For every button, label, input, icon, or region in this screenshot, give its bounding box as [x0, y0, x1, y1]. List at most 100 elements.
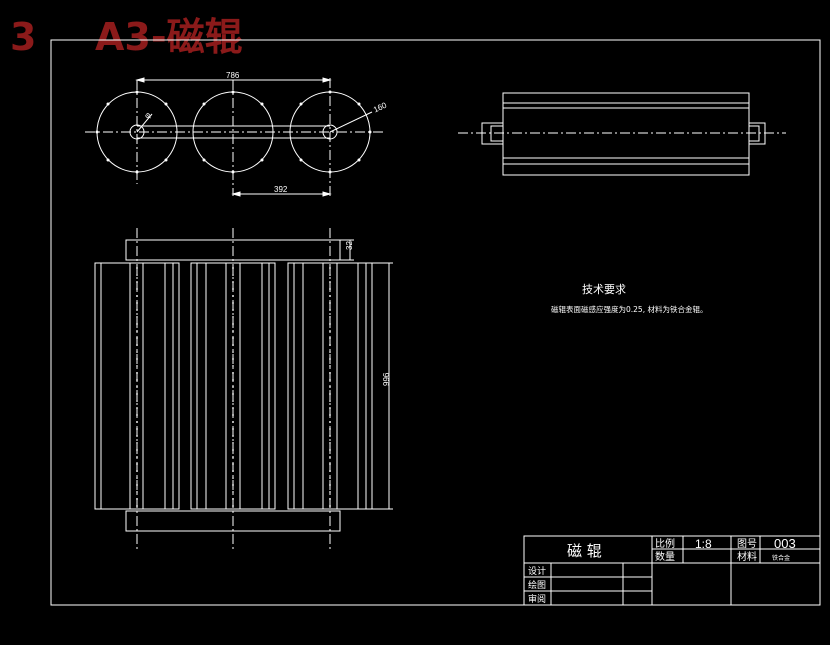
front-dot	[136, 414, 138, 416]
front-dot	[136, 463, 138, 465]
front-dot	[329, 463, 331, 465]
front-dot	[329, 267, 331, 269]
front-dot	[329, 505, 331, 507]
front-dot	[329, 428, 331, 430]
front-dot	[329, 435, 331, 437]
dot	[231, 90, 235, 94]
dim-large-dia-text: 160	[372, 100, 388, 114]
front-dot	[136, 498, 138, 500]
front-dot	[232, 470, 234, 472]
front-dot	[329, 470, 331, 472]
tb-drawing-no-label: 图号	[737, 538, 757, 550]
tb-scale-label: 比例	[655, 537, 675, 550]
sheet-number: 3	[10, 15, 36, 59]
front-dot	[329, 372, 331, 374]
tb-draw-label: 绘图	[528, 579, 546, 591]
dot	[135, 170, 139, 174]
front-dot	[136, 456, 138, 458]
requirements-line-1: 磁辊表面磁感应强度为0.25, 材料为铁合金辊。	[551, 304, 707, 314]
front-dot	[232, 400, 234, 402]
front-dot	[329, 344, 331, 346]
front-dot	[136, 449, 138, 451]
front-dot	[232, 505, 234, 507]
dot	[299, 158, 303, 162]
front-dot	[232, 386, 234, 388]
front-dot	[136, 288, 138, 290]
title-block-frame	[523, 535, 821, 606]
front-dot	[329, 330, 331, 332]
tb-review-label: 审阅	[528, 593, 546, 605]
roller-block-3	[287, 262, 373, 510]
dot	[95, 130, 99, 134]
dot	[135, 90, 139, 94]
dim-height-text: 996	[382, 372, 391, 386]
front-dot	[136, 491, 138, 493]
dot	[328, 170, 332, 174]
dim-small-dia-text: φ	[142, 111, 152, 121]
front-dot	[232, 344, 234, 346]
front-dot	[232, 302, 234, 304]
front-dot	[232, 365, 234, 367]
front-dot	[136, 372, 138, 374]
dim-total-arrow-left	[135, 77, 145, 83]
shaft-end-left-inner	[490, 125, 504, 142]
dim-pitch-text: 392	[274, 185, 288, 194]
front-dot	[232, 358, 234, 360]
dot	[328, 90, 332, 94]
front-dot	[329, 323, 331, 325]
tb-material-value: 铁合金	[772, 554, 790, 562]
dot	[106, 102, 110, 106]
front-dot	[232, 288, 234, 290]
front-dot	[232, 330, 234, 332]
front-dot	[329, 337, 331, 339]
front-dot	[232, 281, 234, 283]
front-dot	[232, 428, 234, 430]
front-dot	[329, 449, 331, 451]
front-dot	[136, 484, 138, 486]
roller-dots	[95, 90, 372, 174]
front-dot	[136, 428, 138, 430]
tb-qty-label: 数量	[655, 550, 675, 563]
front-dot	[136, 330, 138, 332]
front-dot	[136, 358, 138, 360]
top-view	[85, 77, 385, 197]
front-dot	[329, 477, 331, 479]
roller-block-2	[190, 262, 276, 510]
front-dot	[136, 365, 138, 367]
large-dia-leader	[329, 111, 373, 133]
front-dot	[136, 337, 138, 339]
roller-block-1	[94, 262, 180, 510]
front-dot	[329, 400, 331, 402]
front-dot	[329, 414, 331, 416]
tb-scale-value: 1:8	[695, 537, 712, 551]
front-dot	[136, 470, 138, 472]
front-dot	[136, 407, 138, 409]
front-dot	[329, 358, 331, 360]
tb-part-name: 磁 辊	[567, 542, 602, 560]
front-dot	[329, 302, 331, 304]
front-dot	[136, 302, 138, 304]
dot	[368, 130, 372, 134]
front-dot	[136, 274, 138, 276]
requirements-title: 技术要求	[582, 283, 626, 296]
front-dot	[232, 295, 234, 297]
shaft-end-right-inner	[748, 125, 760, 142]
front-dot	[232, 456, 234, 458]
front-dot	[232, 477, 234, 479]
front-dot	[136, 379, 138, 381]
front-dot	[136, 316, 138, 318]
front-dot	[232, 435, 234, 437]
front-dot	[136, 309, 138, 311]
front-dot	[232, 442, 234, 444]
front-dot	[136, 400, 138, 402]
front-dot	[136, 281, 138, 283]
dim-total-arrow-right	[322, 77, 332, 83]
front-dot	[136, 295, 138, 297]
front-dot	[232, 463, 234, 465]
front-dot	[232, 421, 234, 423]
side-view	[458, 92, 786, 176]
front-dot	[232, 414, 234, 416]
sheet-title: A3-磁辊	[95, 15, 243, 59]
front-dot	[232, 484, 234, 486]
